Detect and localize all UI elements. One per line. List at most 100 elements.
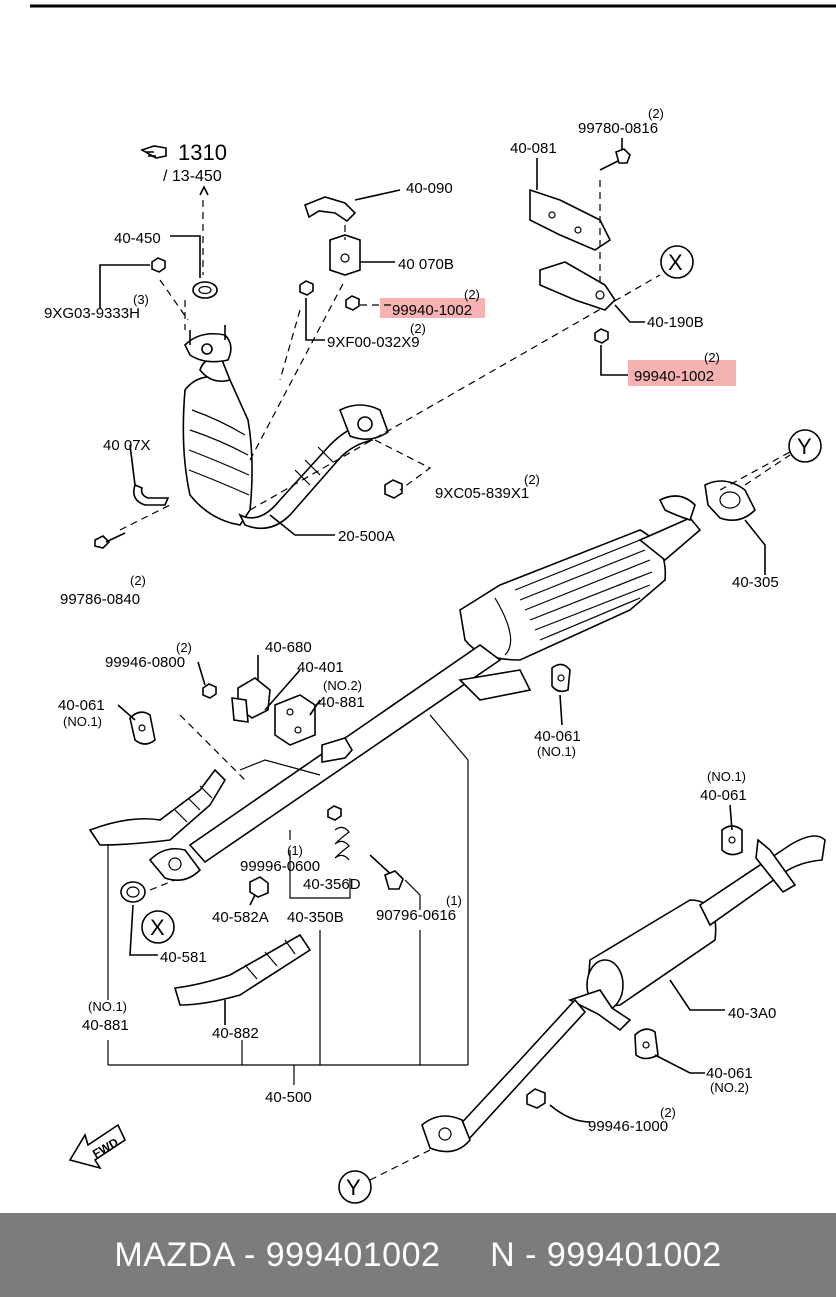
nut-99940-right	[594, 328, 609, 344]
ref-main-label: 1310	[178, 140, 227, 165]
resonator	[459, 495, 702, 661]
fwd-arrow-icon	[68, 1123, 127, 1170]
bolt-99780	[599, 148, 631, 171]
tag-40-061-no2: (NO.2)	[710, 1080, 749, 1095]
footer-brand-part: MAZDA - 999401002	[114, 1235, 441, 1274]
label-40-582a: 40-582A	[212, 909, 269, 926]
label-40-061-left: 40-061	[58, 697, 105, 714]
reference-pointer-icon	[140, 145, 167, 159]
hanger-40-061-mid	[551, 663, 571, 693]
footer-n-part: N - 999401002	[490, 1235, 722, 1274]
label-99786: 99786-0840	[60, 591, 140, 608]
label-99946-0800: 99946-0800	[105, 654, 185, 671]
front-pipe	[238, 404, 389, 530]
ref-sub-label: / 13-450	[163, 168, 222, 185]
gasket-40-581	[120, 881, 146, 903]
label-40-090: 40-090	[406, 180, 453, 197]
nut-9xg03	[151, 257, 166, 273]
label-40-061-mid: 40-061	[534, 728, 581, 745]
marker-x-upper	[660, 245, 694, 279]
label-40-061-no2: 40-061	[706, 1065, 753, 1082]
label-40-881-no2: 40-881	[318, 694, 365, 711]
qty-99786: (2)	[130, 573, 146, 588]
label-9xc05: 9XC05-839X1	[435, 485, 529, 502]
front-pipe-lower	[88, 768, 227, 846]
rear-pipe	[421, 998, 587, 1153]
highlight-99940-right	[628, 360, 736, 386]
label-40-305: 40-305	[732, 574, 779, 591]
qty-99940-right: (2)	[704, 350, 720, 365]
label-40-190b: 40-190B	[647, 314, 704, 331]
tag-40-061-left: (NO.1)	[63, 714, 102, 729]
label-9xg03: 9XG03-9333H	[44, 305, 140, 322]
spring-40-356d	[334, 826, 350, 861]
gasket-40-450	[192, 281, 218, 299]
label-99946-1000: 99946-1000	[588, 1118, 668, 1135]
part-number-footer: MAZDA - 999401002 N - 999401002	[0, 1213, 836, 1297]
label-99996: 99996-0600	[240, 858, 320, 875]
exhaust-parts-diagram: FWD 1310 / 13-450 40-450 (3) 9XG03-9333H…	[30, 4, 836, 1204]
label-99940-upper: 99940-1002	[392, 302, 472, 319]
tag-40-061-mid: (NO.1)	[537, 744, 576, 759]
marker-y-upper	[788, 429, 822, 463]
assembly-bracket-40-500	[107, 714, 469, 1085]
hanger-40-090	[304, 189, 401, 223]
qty-99946-0800: (2)	[176, 640, 192, 655]
qty-9xc05: (2)	[524, 472, 540, 487]
bracket-40-190b	[539, 261, 617, 311]
label-40-581: 40-581	[160, 949, 207, 966]
qty-99940-upper: (2)	[464, 287, 480, 302]
label-40-882: 40-882	[212, 1025, 259, 1042]
hanger-40-061-left	[129, 711, 156, 745]
label-40-881-no1: 40-881	[82, 1017, 129, 1034]
label-99780: 99780-0816	[578, 120, 658, 137]
muffler-40-3a0	[567, 835, 826, 1032]
pipe-40-882	[173, 933, 312, 1006]
qty-99996: (1)	[287, 843, 303, 858]
label-40-070b: 40 070B	[398, 256, 454, 273]
qty-90796: (1)	[446, 893, 462, 908]
nut-9xc05	[384, 479, 403, 499]
nut-9xf00	[299, 280, 314, 296]
label-20-500a: 20-500A	[338, 528, 395, 545]
bolt-99786	[94, 532, 126, 549]
clamp-40-07x	[132, 483, 170, 506]
label-40-061-right: 40-061	[700, 787, 747, 804]
marker-y-lower-label: Y	[346, 1175, 361, 1200]
label-40-3a0: 40-3A0	[728, 1005, 776, 1022]
nut-99940-upper	[345, 295, 360, 311]
marker-x-upper-label: X	[668, 250, 683, 275]
marker-y-upper-label: Y	[797, 434, 812, 459]
label-40-401: 40-401	[297, 659, 344, 676]
bracket-40-070b	[329, 234, 361, 276]
marker-x-lower	[141, 910, 175, 944]
qty-99780: (2)	[648, 106, 664, 121]
catalytic-converter	[182, 325, 253, 526]
hanger-40-061-right	[721, 825, 743, 856]
hanger-bracket-center	[321, 737, 353, 763]
marker-y-lower	[338, 1170, 372, 1204]
label-40-450: 40-450	[114, 230, 161, 247]
label-40-081: 40-081	[510, 140, 557, 157]
stud-40-582a	[249, 876, 269, 898]
label-40-500: 40-500	[265, 1089, 312, 1106]
marker-x-lower-label: X	[150, 915, 165, 940]
rubber-mount-40-680	[231, 677, 271, 723]
label-40-680: 40-680	[265, 639, 312, 656]
tag-40-881-no2: (NO.2)	[323, 678, 362, 693]
gasket-40-305	[704, 480, 756, 521]
tag-40-881-no1: (NO.1)	[88, 999, 127, 1014]
nut-99996	[327, 805, 342, 821]
label-40-350b: 40-350B	[287, 909, 344, 926]
label-99940-right: 99940-1002	[634, 368, 714, 385]
label-9xf00: 9XF00-032X9	[327, 334, 420, 351]
qty-9xf00: (2)	[410, 321, 426, 336]
label-40-356d: 40-356D	[303, 876, 361, 893]
label-40-07x: 40 07X	[103, 437, 151, 454]
hanger-40-061-no2	[634, 1028, 659, 1060]
label-90796: 90796-0616	[376, 907, 456, 924]
nut-99946-0800	[202, 683, 217, 699]
bracket-40-401	[274, 694, 316, 746]
qty-99946-1000: (2)	[660, 1105, 676, 1120]
bolt-90796	[369, 854, 404, 890]
